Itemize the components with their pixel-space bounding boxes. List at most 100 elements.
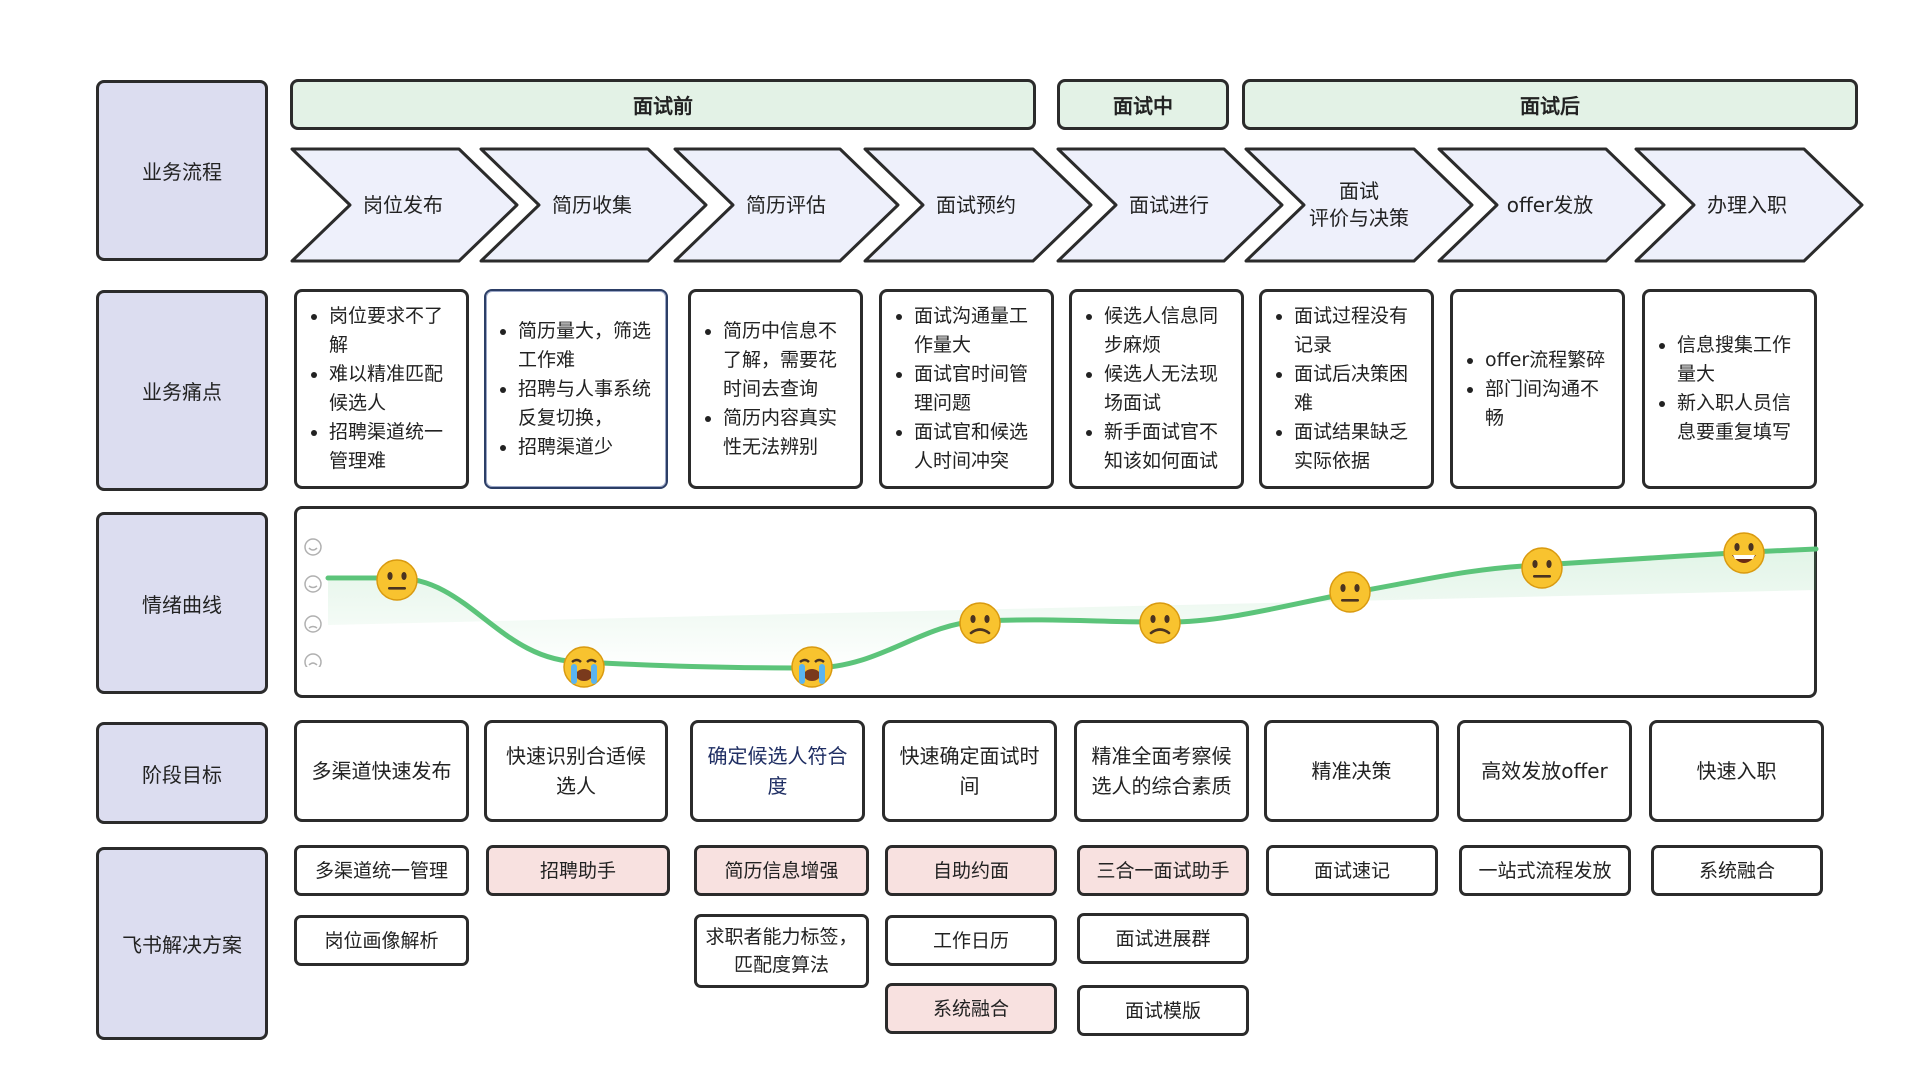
chevron-step-3	[673, 147, 900, 263]
row-label-process: 业务流程	[96, 80, 268, 261]
chevron-step-6	[1244, 147, 1474, 263]
pain-item: 部门间沟通不畅	[1485, 375, 1614, 433]
row-label-text: 飞书解决方案	[122, 933, 242, 957]
row-label-emotion: 情绪曲线	[96, 512, 268, 694]
row-label-pain: 业务痛点	[96, 290, 268, 491]
goal-card: 快速入职	[1649, 720, 1824, 822]
pain-card: 简历量大，筛选工作难招聘与人事系统反复切换，招聘渠道少	[484, 289, 668, 489]
goal-text: 快速入职	[1696, 759, 1777, 783]
process-chevrons	[290, 147, 1864, 263]
pain-card: 岗位要求不了解难以精准匹配候选人招聘渠道统一管理难	[294, 289, 469, 489]
goal-text: 快速识别合适候选人	[506, 744, 646, 798]
solution-card: 面试模版	[1077, 985, 1249, 1036]
solution-card: 三合一面试助手	[1077, 845, 1249, 896]
emotion-legend	[304, 538, 322, 667]
pain-item: 难以精准匹配候选人	[329, 360, 458, 418]
solution-card: 招聘助手	[486, 845, 670, 896]
pain-card: offer流程繁碎部门间沟通不畅	[1450, 289, 1625, 489]
pain-item: 新入职人员信息要重复填写	[1677, 389, 1806, 447]
step-label: 简历收集	[532, 149, 652, 261]
chevron-step-2	[479, 147, 708, 263]
grinning-face-icon	[1723, 532, 1765, 574]
goal-text: 确定候选人符合度	[707, 744, 848, 798]
pain-card: 信息搜集工作量大新入职人员信息要重复填写	[1642, 289, 1817, 489]
step-label: 岗位发布	[343, 149, 463, 261]
pain-list: 简历中信息不了解，需要花时间去查询简历内容真实性无法辨别	[701, 317, 852, 462]
goal-card: 多渠道快速发布	[294, 720, 469, 822]
phase-after-interview: 面试后	[1242, 79, 1858, 130]
solution-text: 多渠道统一管理	[314, 859, 448, 882]
emotion-panel	[294, 506, 1817, 698]
phase-label: 面试后	[1520, 94, 1580, 118]
solution-text: 自助约面	[932, 859, 1009, 882]
goal-text: 精准决策	[1311, 759, 1392, 783]
solution-text: 面试进展群	[1115, 927, 1211, 950]
pain-list: 简历量大，筛选工作难招聘与人事系统反复切换，招聘渠道少	[496, 317, 658, 462]
goal-text: 高效发放offer	[1481, 759, 1608, 783]
pain-item: 面试后决策困难	[1294, 360, 1423, 418]
very-happy-icon	[304, 538, 322, 556]
pain-item: 招聘渠道统一管理难	[329, 418, 458, 476]
pain-item: 面试官时间管理问题	[914, 360, 1043, 418]
pain-list: offer流程繁碎部门间沟通不畅	[1463, 346, 1614, 433]
pain-item: 候选人信息同步麻烦	[1104, 302, 1233, 360]
solution-text: 面试速记	[1313, 859, 1390, 882]
happy-icon	[304, 575, 322, 593]
pain-card: 简历中信息不了解，需要花时间去查询简历内容真实性无法辨别	[688, 289, 863, 489]
chevron-step-1	[290, 147, 519, 263]
pain-item: 简历量大，筛选工作难	[518, 317, 658, 375]
pain-item: 面试过程没有记录	[1294, 302, 1423, 360]
goal-card: 高效发放offer	[1457, 720, 1632, 822]
solution-card: 工作日历	[885, 915, 1057, 966]
pain-item: 简历内容真实性无法辨别	[723, 404, 852, 462]
phase-label: 面试前	[633, 94, 693, 118]
chevron-step-7	[1437, 147, 1666, 263]
solution-text: 简历信息增强	[724, 859, 839, 882]
solution-text: 岗位画像解析	[324, 929, 439, 952]
step-text: offer发放	[1506, 192, 1594, 217]
phase-label: 面试中	[1113, 94, 1173, 118]
pain-item: 招聘渠道少	[518, 433, 658, 462]
sad-icon	[304, 615, 322, 633]
very-sad-icon	[304, 653, 322, 667]
solution-text: 工作日历	[932, 929, 1009, 952]
solution-card: 求职者能力标签，匹配度算法	[694, 914, 869, 988]
neutral-face-icon	[376, 559, 418, 601]
goal-card: 精准决策	[1264, 720, 1439, 822]
pain-item: 面试结果缺乏实际依据	[1294, 418, 1423, 476]
emotion-curve-glow	[328, 550, 1816, 670]
row-label-text: 业务流程	[142, 160, 222, 184]
row-label-solution: 飞书解决方案	[96, 847, 268, 1040]
pain-item: 岗位要求不了解	[329, 302, 458, 360]
step-label: 简历评估	[726, 149, 846, 261]
pain-card: 候选人信息同步麻烦候选人无法现场面试新手面试官不知该如何面试	[1069, 289, 1244, 489]
pain-card: 面试沟通量工作量大面试官时间管理问题面试官和候选人时间冲突	[879, 289, 1054, 489]
step-text: 简历收集	[552, 192, 632, 217]
step-label: 面试进行	[1109, 149, 1229, 261]
solution-text: 三合一面试助手	[1096, 859, 1230, 882]
solution-text: 一站式流程发放	[1478, 859, 1612, 882]
pain-card: 面试过程没有记录面试后决策困难面试结果缺乏实际依据	[1259, 289, 1434, 489]
step-text: 面试预约	[936, 192, 1016, 217]
solution-card: 岗位画像解析	[294, 915, 469, 966]
step-text: 岗位发布	[363, 192, 443, 217]
step-label: 面试预约	[916, 149, 1036, 261]
phase-during-interview: 面试中	[1057, 79, 1229, 130]
solution-card: 自助约面	[885, 845, 1057, 896]
pain-item: 新手面试官不知该如何面试	[1104, 418, 1233, 476]
pain-list: 面试沟通量工作量大面试官时间管理问题面试官和候选人时间冲突	[892, 302, 1043, 476]
row-label-text: 阶段目标	[142, 762, 222, 787]
solution-text: 系统融合	[1698, 859, 1775, 882]
step-text: 简历评估	[746, 192, 826, 217]
pain-list: 岗位要求不了解难以精准匹配候选人招聘渠道统一管理难	[307, 302, 458, 476]
solution-text: 面试模版	[1124, 999, 1201, 1022]
pain-item: 招聘与人事系统反复切换，	[518, 375, 658, 433]
solution-text: 招聘助手	[539, 859, 616, 882]
pain-item: 候选人无法现场面试	[1104, 360, 1233, 418]
phase-before-interview: 面试前	[290, 79, 1036, 130]
step-label: offer发放	[1490, 149, 1610, 261]
pain-item: offer流程繁碎	[1485, 346, 1614, 375]
crying-face-icon	[563, 646, 605, 688]
chevron-step-4	[863, 147, 1093, 263]
neutral-face-icon	[1521, 547, 1563, 589]
